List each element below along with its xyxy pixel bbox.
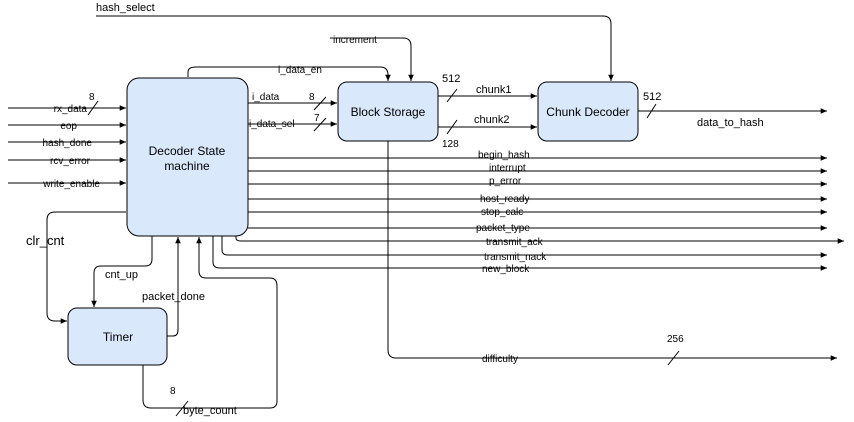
chunk2-width-label: 128	[442, 139, 459, 150]
clr-cnt-wire	[46, 211, 126, 324]
timer-block: Timer	[67, 307, 168, 366]
i-data-en-label: i_data_en	[278, 65, 322, 76]
byte-count-bus-slash	[175, 400, 189, 417]
increment-label: increment	[333, 35, 377, 46]
difficulty-label: difficulty	[482, 354, 518, 365]
i-data-label: i_data	[252, 92, 280, 103]
interrupt-label: interrupt	[489, 163, 526, 174]
hash-done-label: hash_done	[43, 138, 93, 149]
chunk-decoder-block: Chunk Decoder	[537, 81, 639, 142]
chunk1-bus-slash	[446, 88, 458, 103]
data-to-hash-bus-slash	[646, 103, 657, 119]
clr-cnt-label: clr_cnt	[26, 233, 65, 248]
increment-wire	[330, 37, 414, 81]
i-data-en-wire	[187, 66, 391, 81]
rx-data-bus-slash	[87, 100, 99, 116]
chunk2-label: chunk2	[474, 114, 509, 126]
i-data-bus-slash	[313, 96, 327, 111]
decoder-label-line2: machine	[164, 159, 210, 173]
hash-select-wire	[96, 15, 614, 81]
chunk-decoder-label: Chunk Decoder	[546, 105, 629, 119]
p-error-label: p_error	[489, 176, 522, 187]
i-data-sel-width-label: 7	[314, 113, 320, 124]
data-to-hash-width-label: 512	[643, 91, 661, 103]
chunk2-bus-slash	[446, 119, 458, 135]
transmit-ack-label: transmit_ack	[486, 237, 544, 248]
i-data-sel-bus-slash	[313, 117, 327, 132]
begin-hash-label: begin_hash	[478, 150, 530, 161]
hash-select-label: hash_select	[96, 2, 155, 14]
stop-calc-label: stop_calc	[481, 207, 523, 218]
byte-count-width-label: 8	[170, 386, 176, 397]
difficulty-bus-slash	[667, 350, 680, 366]
transmit-nack-label: transmit_nack	[484, 252, 547, 263]
new-block-wire	[212, 236, 827, 271]
chunk1-width-label: 512	[442, 73, 460, 85]
packet-done-wire	[167, 237, 181, 337]
host-ready-label: host_ready	[480, 194, 529, 205]
difficulty-wire	[387, 141, 837, 361]
byte-count-wire	[142, 237, 278, 409]
i-data-width-label: 8	[309, 92, 315, 103]
data-to-hash-label: data_to_hash	[697, 117, 764, 129]
new-block-label: new_block	[482, 264, 530, 275]
transmit-nack-wire	[221, 236, 827, 258]
rcv-error-label: rcv_error	[50, 156, 91, 167]
block-storage-block: Block Storage	[337, 81, 439, 142]
decoder-label-line1: Decoder State	[149, 144, 226, 158]
decoder-state-machine-block: Decoder State machine	[126, 77, 249, 237]
cnt-up-wire	[91, 236, 153, 307]
rx-data-width-label: 8	[89, 92, 95, 103]
transmit-ack-wire	[235, 236, 844, 244]
timer-label: Timer	[103, 330, 133, 344]
write-enable-label: write_enable	[42, 179, 100, 190]
byte-count-label: byte_count	[183, 405, 237, 417]
eop-label: eop	[60, 121, 77, 132]
packet-done-label: packet_done	[142, 291, 205, 303]
cnt-up-label: cnt_up	[105, 269, 138, 281]
block-storage-label: Block Storage	[351, 105, 426, 119]
rx-data-label: rx_data	[54, 104, 88, 115]
difficulty-width-label: 256	[667, 334, 684, 345]
chunk1-label: chunk1	[476, 84, 511, 96]
i-data-sel-label: i_data_sel	[249, 119, 295, 130]
packet-type-label: packet_type	[476, 223, 530, 234]
